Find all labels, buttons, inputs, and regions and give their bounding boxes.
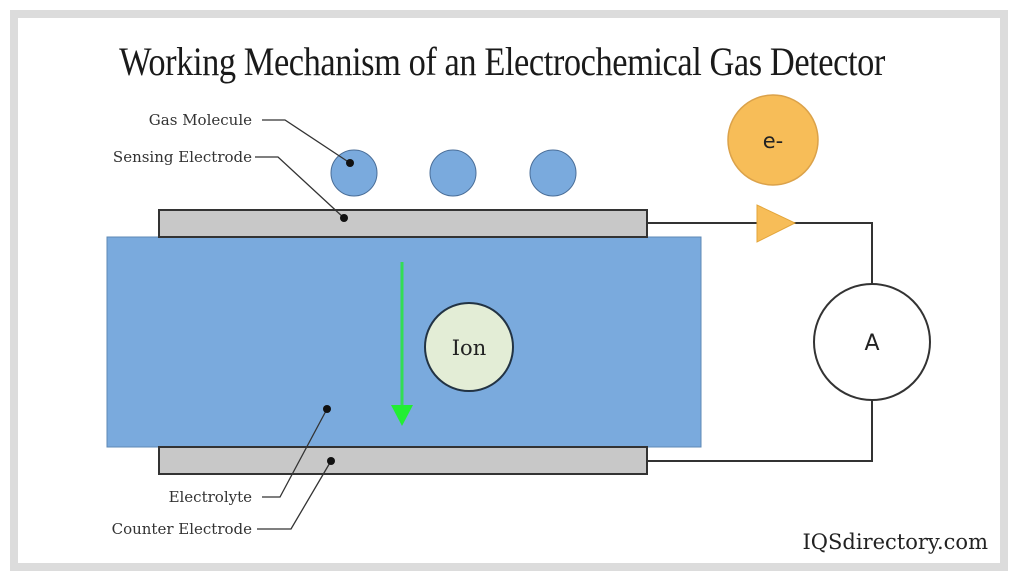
wire-bottom [647,400,873,462]
gas-molecule [529,149,577,197]
gas-molecule [330,149,378,197]
watermark: IQSdirectory.com [803,530,989,554]
leader-counter-electrode [257,460,332,530]
ammeter [813,283,931,401]
label-gas-molecule: Gas Molecule [149,111,252,129]
wire-top [647,222,873,285]
ion [424,302,514,392]
label-sensing-electrode: Sensing Electrode [113,148,252,166]
leader-gas-molecule [262,119,351,164]
leader-dot [346,159,354,167]
current-direction-icon [756,204,797,243]
ion-migration-arrow-icon [391,405,413,426]
electron-label: e- [763,129,784,153]
diagram-title: Working Mechanism of an Electrochemical … [119,39,885,84]
leader-electrolyte [262,408,328,498]
sensing-electrode [158,209,648,238]
label-electrolyte: Electrolyte [169,488,253,506]
counter-electrode [158,446,648,475]
leader-dot [327,457,335,465]
leader-dot [340,214,348,222]
leader-sensing-electrode [255,156,345,219]
label-counter-electrode: Counter Electrode [112,520,253,538]
leader-dot [323,405,331,413]
electron [727,94,819,186]
ion-label: Ion [452,336,486,360]
gas-molecule [429,149,477,197]
ammeter-label: A [864,331,879,356]
